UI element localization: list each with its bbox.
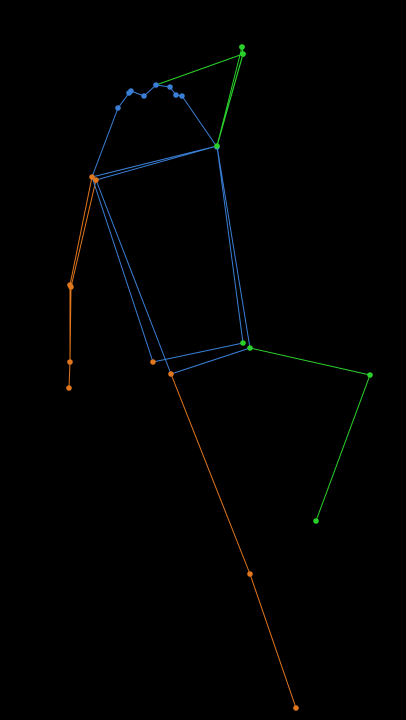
bone-left-shoulder-left-hip: [216, 145, 244, 344]
joint-left-hip: [240, 340, 246, 346]
bone-right-shoulder-inner-right-hip-2: [95, 179, 172, 375]
skeleton-joints: [66, 44, 373, 711]
bone-left-shoulder-left-hip-2: [216, 145, 251, 349]
joint-nose: [153, 82, 159, 88]
joint-left-wrist-top: [239, 44, 245, 50]
joint-left-hip-2: [247, 345, 253, 351]
bone-right-shoulder-inner-right-elbow-2: [70, 179, 97, 288]
bone-left-shoulder-right-shoulder: [91, 145, 218, 178]
joint-right-hip-2: [168, 371, 174, 377]
joint-left-shoulder: [214, 143, 220, 149]
joint-right-wrist: [67, 359, 73, 365]
joint-left-ankle: [313, 518, 319, 524]
bone-left-ear-right-shoulder: [91, 107, 119, 178]
joint-right-eye: [173, 92, 179, 98]
joint-right-hip: [150, 359, 156, 365]
joint-right-ankle: [293, 705, 299, 711]
joint-left-ear: [115, 105, 121, 111]
joint-right-elbow-2: [68, 284, 74, 290]
joint-right-hand: [66, 385, 72, 391]
bone-left-shoulder-left-wrist-bottom: [216, 53, 244, 147]
joint-left-eye-outer: [126, 90, 132, 96]
bone-right-hip-2-left-hip-2: [170, 347, 251, 375]
joint-left-knee: [367, 372, 373, 378]
bone-right-eye-outer-right-ear: [181, 95, 218, 148]
bone-left-hip-2-left-knee: [249, 347, 371, 376]
bone-right-shoulder-right-elbow: [69, 176, 93, 286]
bone-right-knee-right-ankle: [249, 573, 297, 709]
bone-right-hip-2-right-knee: [170, 373, 251, 575]
bone-left-knee-left-ankle: [315, 374, 371, 522]
joint-left-wrist-bottom: [240, 51, 246, 57]
bone-right-elbow-2-right-wrist: [69, 286, 72, 363]
joint-right-shoulder: [89, 174, 95, 180]
bone-right-wrist-right-hand: [68, 361, 71, 389]
bone-right-hip-left-hip: [152, 342, 244, 363]
joint-left-eye-inner: [141, 93, 147, 99]
joint-right-eye-outer: [179, 93, 185, 99]
bone-left-ear-left-eye-outer: [117, 92, 130, 109]
joint-right-knee: [247, 571, 253, 577]
joint-right-eye-inner: [167, 84, 173, 90]
joint-right-shoulder-inner: [93, 177, 99, 183]
bone-nose-mouth-right: [155, 53, 244, 86]
skeleton-bones: [68, 46, 371, 709]
bone-right-shoulder-right-hip: [91, 176, 154, 363]
bone-left-shoulder-right-shoulder-inner: [95, 145, 218, 181]
